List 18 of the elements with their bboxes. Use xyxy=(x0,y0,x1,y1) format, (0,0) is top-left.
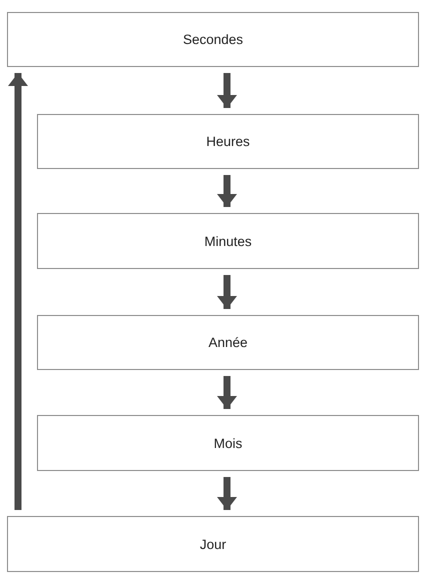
arrow xyxy=(217,376,237,409)
box-label: Secondes xyxy=(182,32,244,47)
box-label: Jour xyxy=(200,536,226,552)
process-box xyxy=(37,315,419,370)
process-box xyxy=(37,114,419,169)
process-box xyxy=(7,516,419,572)
box-label: Heures xyxy=(206,134,250,149)
arrow xyxy=(217,175,237,207)
process-box xyxy=(7,12,419,67)
process-box xyxy=(37,415,419,471)
arrow xyxy=(217,477,237,510)
arrow xyxy=(217,73,237,108)
arrow xyxy=(217,275,237,309)
box-label: Minutes xyxy=(204,234,252,248)
arrow xyxy=(8,73,28,510)
box-label: Mois xyxy=(214,436,242,450)
box-label: Année xyxy=(208,335,248,350)
process-box xyxy=(37,213,419,269)
